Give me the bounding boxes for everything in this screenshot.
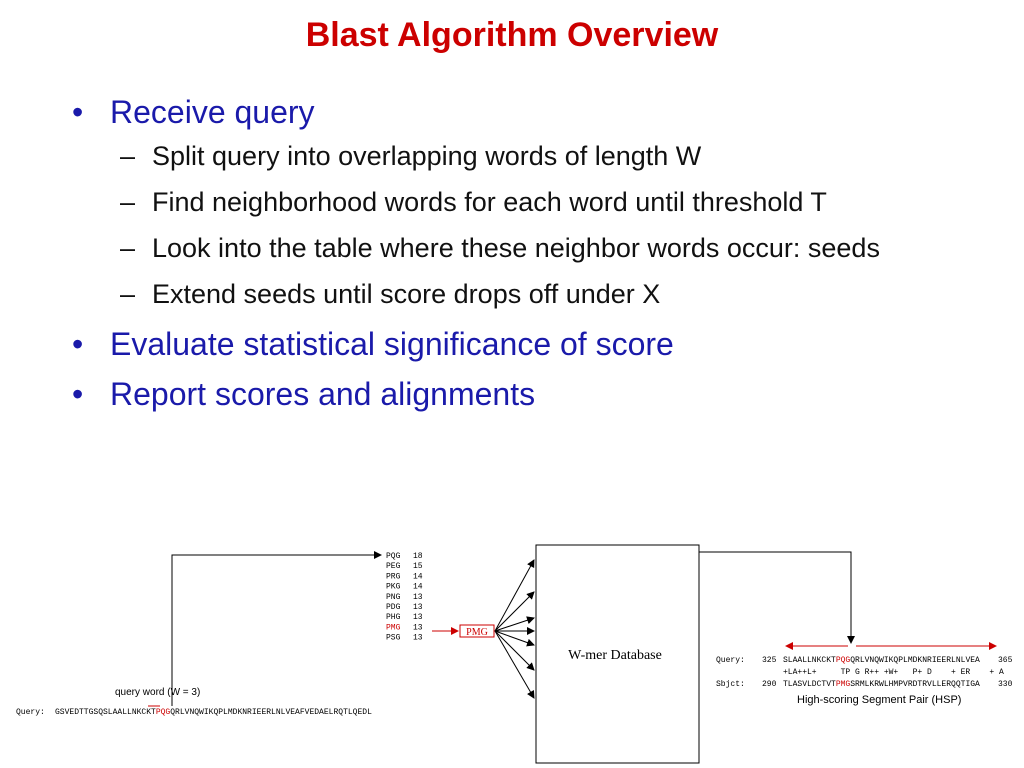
query-seq-post: QRLVNQWIKQPLMDKNRIEERLNLVEAFVEDAELRQTLQE… bbox=[170, 708, 372, 717]
sub-bullet-extend: Extend seeds until score drops off under… bbox=[106, 278, 960, 310]
sub-bullet-neighborhood: Find neighborhood words for each word un… bbox=[106, 186, 960, 218]
neighbor-word: PEG bbox=[386, 562, 401, 571]
fan-arrow bbox=[494, 630, 535, 699]
query-label: Query: bbox=[16, 708, 45, 717]
hsp-sbjct-sequence: TLASVLDCTVTPMGSRMLKRWLHMPVRDTRVLLERQQTIG… bbox=[783, 680, 980, 689]
fan-arrow bbox=[494, 630, 535, 671]
pmg-box bbox=[459, 624, 495, 638]
hsp-query-start: 325 bbox=[762, 656, 777, 665]
sub-bullet-table-lookup: Look into the table where these neighbor… bbox=[106, 232, 960, 264]
hsp-query-end: 365 bbox=[998, 656, 1013, 665]
neighbor-score: 18 bbox=[413, 552, 423, 561]
neighbor-score: 14 bbox=[413, 583, 423, 592]
neighbor-score: 15 bbox=[413, 562, 423, 571]
neighbor-word: PSG bbox=[386, 634, 401, 643]
hsp-sbjct-end: 330 bbox=[998, 680, 1013, 689]
sub-bullet-list: Split query into overlapping words of le… bbox=[106, 140, 960, 310]
hsp-match-line: +LA++L+ TP G R++ +W+ P+ D + ER + A bbox=[783, 668, 1004, 677]
bullet-receive-query: Receive query Split query into overlappi… bbox=[60, 92, 960, 310]
hsp-sbjct-seq-word: PMG bbox=[836, 680, 851, 689]
neighbor-score: 14 bbox=[413, 572, 423, 581]
bullet-list: Receive query Split query into overlappi… bbox=[60, 92, 960, 414]
fan-arrow bbox=[494, 591, 535, 632]
database-label: W-mer Database bbox=[568, 648, 662, 663]
hsp-sbjct-label: Sbjct: bbox=[716, 680, 745, 689]
bullet-text: Receive query bbox=[110, 94, 315, 130]
hsp-query-sequence: SLAALLNKCKTPQGQRLVNQWIKQPLMDKNRIEERLNLVE… bbox=[783, 656, 980, 665]
neighbor-score: 13 bbox=[413, 593, 423, 602]
database-arrow-fan bbox=[494, 559, 535, 699]
query-seq-word: PQG bbox=[156, 708, 171, 717]
neighbor-word: PKG bbox=[386, 583, 401, 592]
hsp-query-seq-pre: SLAALLNKCKT bbox=[783, 656, 836, 665]
neighbor-score: 13 bbox=[413, 634, 423, 643]
neighbor-word: PMG bbox=[386, 623, 401, 632]
database-box bbox=[535, 544, 700, 764]
bullet-report: Report scores and alignments bbox=[60, 374, 960, 414]
query-word-label: query word (W = 3) bbox=[115, 687, 200, 698]
pmg-box-label: PMG bbox=[466, 627, 488, 638]
bullet-text: Report scores and alignments bbox=[110, 376, 536, 412]
neighbor-score: 13 bbox=[413, 623, 423, 632]
hsp-sbjct-seq-pre: TLASVLDCTVT bbox=[783, 680, 836, 689]
hsp-query-seq-post: QRLVNQWIKQPLMDKNRIEERLNLVEA bbox=[850, 656, 980, 665]
hsp-caption: High-scoring Segment Pair (HSP) bbox=[797, 694, 961, 706]
slide-title: Blast Algorithm Overview bbox=[305, 16, 719, 54]
hsp-sbjct-start: 290 bbox=[762, 680, 777, 689]
neighbor-score: 13 bbox=[413, 603, 423, 612]
neighbor-word: PHG bbox=[386, 613, 401, 622]
query-seq-pre: GSVEDTTGSQSLAALLNKCKT bbox=[55, 708, 156, 717]
neighbor-score: 13 bbox=[413, 613, 423, 622]
hsp-query-label: Query: bbox=[716, 656, 745, 665]
bullet-evaluate: Evaluate statistical significance of sco… bbox=[60, 324, 960, 364]
sub-bullet-split: Split query into overlapping words of le… bbox=[106, 140, 960, 172]
fan-arrow bbox=[494, 630, 535, 647]
database-to-hsp-arrow bbox=[699, 551, 855, 644]
query-to-neighbors-arrow bbox=[171, 551, 382, 706]
fan-arrow bbox=[494, 616, 535, 632]
blast-diagram: query word (W = 3) Query: GSVEDTTGSQSLAA… bbox=[16, 544, 1013, 764]
query-sequence: GSVEDTTGSQSLAALLNKCKTPQGQRLVNQWIKQPLMDKN… bbox=[55, 708, 372, 717]
neighbor-word: PNG bbox=[386, 593, 401, 602]
neighbor-word: PQG bbox=[386, 552, 401, 561]
neighbor-word: PDG bbox=[386, 603, 401, 612]
fan-arrow bbox=[494, 559, 535, 632]
hsp-sbjct-seq-post: SRMLKRWLHMPVRDTRVLLERQQTIGA bbox=[850, 680, 980, 689]
bullet-text: Evaluate statistical significance of sco… bbox=[110, 326, 674, 362]
hsp-query-seq-word: PQG bbox=[836, 656, 851, 665]
neighbor-word: PRG bbox=[386, 572, 401, 581]
